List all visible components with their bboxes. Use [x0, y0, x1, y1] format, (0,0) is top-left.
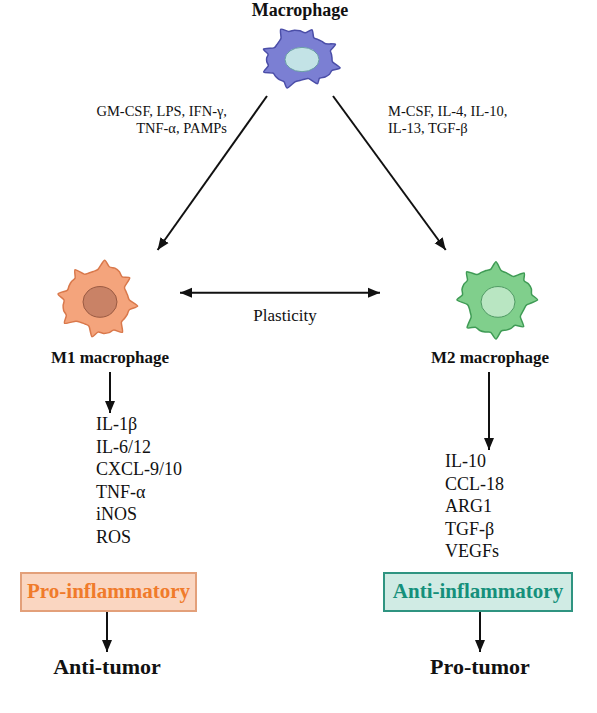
arrow-connector — [479, 612, 481, 652]
node-text: Anti-inflammatory — [385, 574, 571, 610]
cell-nucleus — [285, 47, 319, 71]
node-text: M1 macrophage — [40, 348, 180, 368]
category-box: Pro-inflammatory — [20, 572, 197, 612]
arrow-connector — [109, 372, 111, 413]
edge-label: M-CSF, IL-4, IL-10, IL-13, TGF-β — [388, 103, 523, 138]
arrow-connector — [106, 612, 108, 652]
node-text: Pro-tumor — [410, 654, 550, 680]
cell-group — [58, 260, 138, 336]
cytokine-list: IL-1β IL-6/12 CXCL-9/10 TNF-α iNOS ROS — [96, 413, 206, 553]
category-box: Anti-inflammatory — [383, 572, 573, 612]
macrophage-cell: Macrophage — [245, 0, 355, 96]
outcome-label: Pro-tumor — [410, 652, 550, 684]
node-text: IL-1β IL-6/12 CXCL-9/10 TNF-α iNOS ROS — [96, 413, 206, 548]
node-text: Macrophage — [245, 0, 355, 22]
cell-group — [457, 262, 538, 339]
cell-group — [263, 29, 340, 88]
node-text: M2 macrophage — [420, 348, 560, 368]
cell-body — [457, 262, 538, 339]
node-text: Pro-inflammatory — [22, 574, 195, 610]
m1-macrophage-cell: M1 macrophage — [40, 250, 180, 372]
node-text: IL-10 CCL-18 ARG1 TGF-β VEGFs — [445, 450, 555, 563]
cell-outline — [446, 252, 546, 348]
arrow-connector — [158, 96, 267, 250]
edge-label: Plasticity — [230, 306, 340, 326]
cell-nucleus — [481, 287, 515, 318]
cell-outline — [250, 20, 350, 96]
arrow-connector — [180, 292, 380, 294]
arrow-connector — [488, 372, 490, 450]
m2-macrophage-cell: M2 macrophage — [380, 250, 592, 372]
cell-outline — [48, 252, 148, 348]
node-text: Anti-tumor — [37, 654, 177, 680]
edge-label: GM-CSF, LPS, IFN-γ, TNF-α, PAMPs — [82, 103, 227, 138]
cell-nucleus — [83, 287, 117, 318]
cell-body — [58, 260, 138, 336]
cell-body — [263, 29, 340, 88]
cytokine-list: IL-10 CCL-18 ARG1 TGF-β VEGFs — [445, 450, 555, 568]
outcome-label: Anti-tumor — [37, 652, 177, 684]
arrow-connector — [333, 96, 446, 250]
